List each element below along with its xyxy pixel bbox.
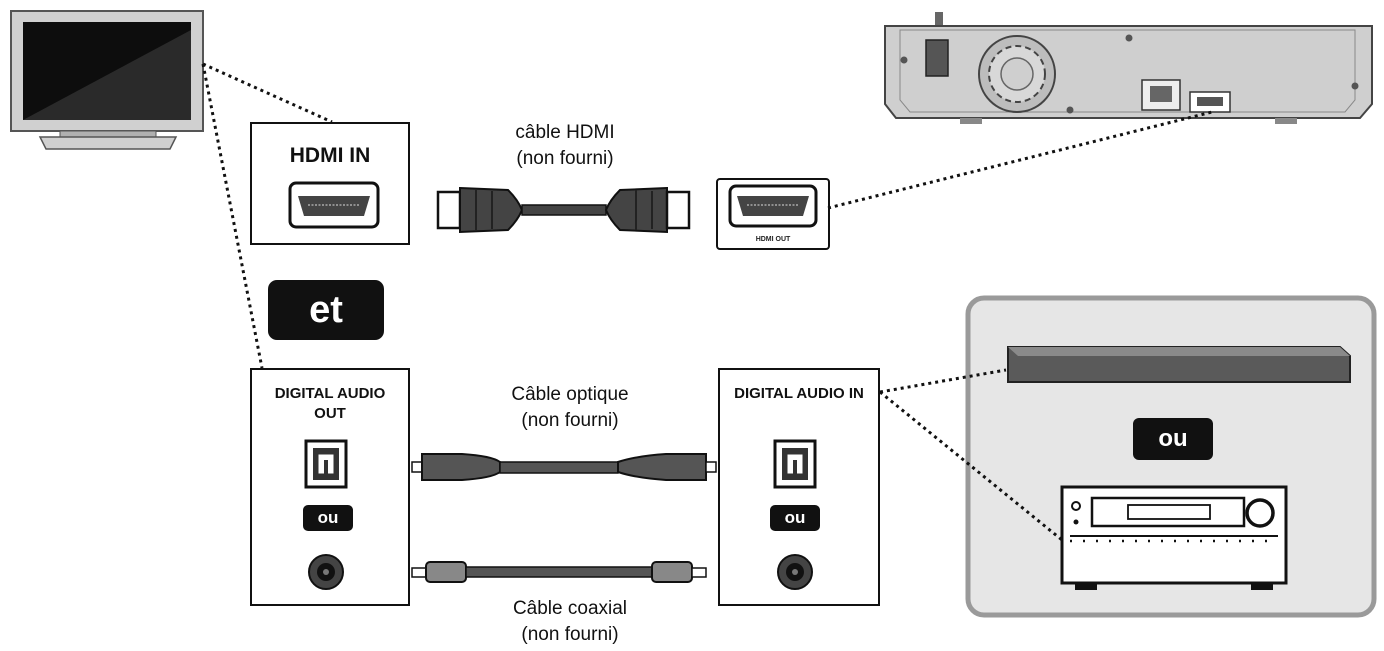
set-top-box-icon [884,12,1373,124]
coaxial-cable-note: (non fourni) [521,624,619,645]
coaxial-cable-name: Câble coaxial [512,598,628,619]
coaxial-cable-label: Câble coaxial (non fourni) [470,596,670,648]
soundbar-icon [1007,346,1351,383]
hdmi-in-port-icon [288,181,380,229]
digital-audio-out-label: DIGITAL AUDIO OUT [274,385,386,422]
or-badge-right: ou [770,505,820,531]
optical-cable-note: (non fourni) [521,410,619,431]
optical-cable-icon [411,453,717,481]
optical-cable-label: Câble optique (non fourni) [470,382,670,434]
dotted-link-lines [201,62,1213,542]
optical-in-port-icon [773,439,817,489]
digital-audio-in-label: DIGITAL AUDIO IN [734,385,864,402]
hdmi-cable-note: (non fourni) [516,148,614,169]
hdmi-in-label: HDMI IN [289,144,371,167]
hdmi-out-port-icon [728,184,818,228]
coaxial-cable-icon [411,561,707,583]
coaxial-out-port-icon [308,554,344,590]
tv-icon [10,10,204,150]
digital-audio-out-panel: DIGITAL AUDIO OUT [250,368,410,606]
hdmi-cable-icon [436,186,691,234]
and-badge: et [268,280,384,340]
or-badge-left: ou [303,505,353,531]
digital-audio-in-panel: DIGITAL AUDIO IN [718,368,880,606]
optical-cable-name: Câble optique [511,384,629,405]
hdmi-cable-label: câble HDMI (non fourni) [480,120,650,172]
av-receiver-icon [1060,485,1288,590]
hdmi-in-panel: HDMI IN [250,122,410,245]
coaxial-in-port-icon [777,554,813,590]
hdmi-cable-name: câble HDMI [515,122,615,143]
or-badge-devices: ou [1133,418,1213,460]
hdmi-out-label: HDMI OUT [755,236,791,243]
optical-out-port-icon [304,439,348,489]
hdmi-out-panel: HDMI OUT [716,178,830,250]
